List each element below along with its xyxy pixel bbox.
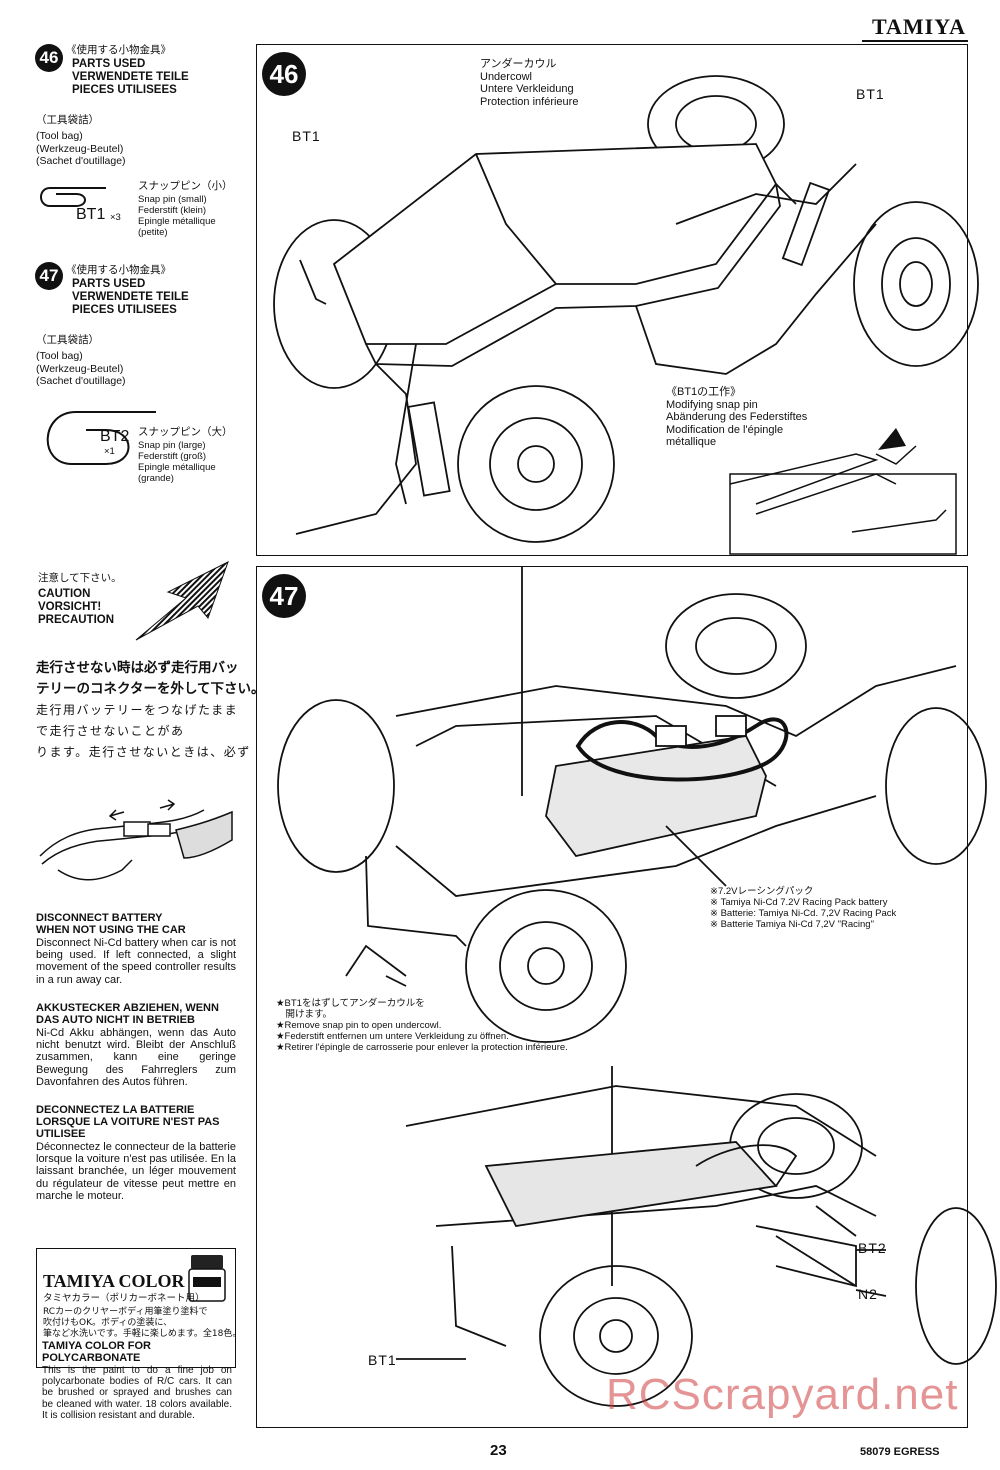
- battery-pack-callout: ※7.2Vレーシングパック ※ Tamiya Ni-Cd 7.2V Racing…: [710, 886, 897, 930]
- step-46-parts-jp-title: 《使用する小物金具》: [66, 44, 171, 56]
- buggy-undercowl-illustration: [273, 75, 979, 555]
- bt1-part-jp: スナップピン（小）: [138, 180, 233, 192]
- paint-en-body: This is the paint to do a fine job on po…: [42, 1365, 232, 1421]
- disconnect-en-body: Disconnect Ni-Cd battery when car is not…: [36, 937, 236, 986]
- battery-connector-illustration: [39, 799, 233, 881]
- step-47-parts-title: PARTS USED VERWENDETE TEILE PIECES UTILI…: [72, 278, 189, 316]
- disconnect-fr-heading: DECONNECTEZ LA BATTERIE LORSQUE LA VOITU…: [36, 1104, 220, 1141]
- bt2-part-jp: スナップピン（大）: [138, 426, 233, 438]
- n2-label: N2: [858, 1286, 878, 1302]
- remove-snap-pin-callout: ★BT1をはずしてアンダーカウルを 開けます。 ★Remove snap pin…: [276, 998, 568, 1053]
- bt2-label: BT2: [858, 1240, 887, 1256]
- caution-jp: 注意して下さい。: [38, 572, 122, 584]
- caution-jp-body-mid: 走行用バッテリーをつなげたまま で走行させないことがあ ります。走行させないとき…: [36, 703, 251, 759]
- modify-snap-pin-label: 《BT1の工作》 Modifying snap pin Abänderung d…: [666, 386, 808, 448]
- kit-code: 58079 EGRESS: [860, 1446, 940, 1458]
- caution-jp-bold: 走行させない時は必ず走行用バッ テリーのコネクターを外して下さい。: [36, 660, 265, 697]
- caution-title: CAUTION VORSICHT! PRECAUTION: [38, 588, 115, 626]
- bt1-part-id: BT1: [76, 206, 106, 223]
- paint-jp-body: RCカーのクリヤーボディ用筆塗り塗料で 吹付けもOK。ボディの塗装に、 筆など水…: [43, 1307, 242, 1339]
- bt1-part-desc: Snap pin (small) Federstift (klein) Epin…: [138, 194, 216, 238]
- disconnect-en-heading: DISCONNECT BATTERY WHEN NOT USING THE CA…: [36, 912, 186, 937]
- bt1-part-qty: ×3: [110, 212, 121, 223]
- step-46-badge: 46: [35, 44, 63, 72]
- paint-title: TAMIYA COLOR: [43, 1271, 185, 1291]
- undercowl-label: アンダーカウル Undercowl Untere Verkleidung Pro…: [480, 58, 579, 108]
- snap-pin-small-icon: [40, 187, 106, 207]
- buggy-battery-illustration: [277, 566, 997, 1407]
- snap-pin-large-icon: [46, 411, 156, 465]
- watermark: RCScrapyard.net: [606, 1370, 959, 1419]
- step-47-parts-jp-title: 《使用する小物金具》: [66, 264, 171, 276]
- tamiya-color-box: TAMIYA COLOR タミヤカラー（ポリカーボネート用） RCカーのクリヤー…: [36, 1248, 241, 1368]
- step-46-bag-label: (Tool bag) (Werkzeug-Beutel) (Sachet d'o…: [36, 130, 126, 167]
- step-46-bag-jp: （工具袋詰）: [36, 114, 99, 126]
- caution-arrow-icon: [135, 560, 229, 641]
- paint-jp-sub: タミヤカラー（ポリカーボネート用）: [43, 1293, 205, 1304]
- bt1-left-label: BT1: [292, 128, 321, 144]
- page-number: 23: [490, 1442, 507, 1459]
- step-47-badge: 47: [35, 262, 63, 290]
- disconnect-de-body: Ni-Cd Akku abhängen, wenn das Auto nicht…: [36, 1027, 236, 1088]
- disconnect-fr-body: Déconnectez le connecteur de la batterie…: [36, 1141, 236, 1202]
- step-47-bag-label: (Tool bag) (Werkzeug-Beutel) (Sachet d'o…: [36, 350, 126, 387]
- disconnect-de-heading: AKKUSTECKER ABZIEHEN, WENN DAS AUTO NICH…: [36, 1002, 219, 1027]
- bt1-bottom-label: BT1: [368, 1352, 397, 1368]
- bt2-part-desc: Snap pin (large) Federstift (groß) Eping…: [138, 440, 216, 484]
- brand-logo: TAMIYA: [871, 14, 966, 39]
- bt2-part-id: BT2: [100, 428, 130, 445]
- step-46-parts-title: PARTS USED VERWENDETE TEILE PIECES UTILI…: [72, 58, 189, 96]
- panel-46-step-number: 46: [262, 52, 306, 96]
- bt2-part-qty: ×1: [104, 446, 115, 457]
- paint-jar-icon: [187, 1253, 227, 1303]
- header-divider: [862, 40, 968, 42]
- bt1-right-label: BT1: [856, 86, 885, 102]
- step-47-bag-jp: （工具袋詰）: [36, 334, 99, 346]
- panel-47-step-number: 47: [262, 574, 306, 618]
- paint-en-heading: TAMIYA COLOR FOR POLYCARBONATE: [42, 1340, 151, 1365]
